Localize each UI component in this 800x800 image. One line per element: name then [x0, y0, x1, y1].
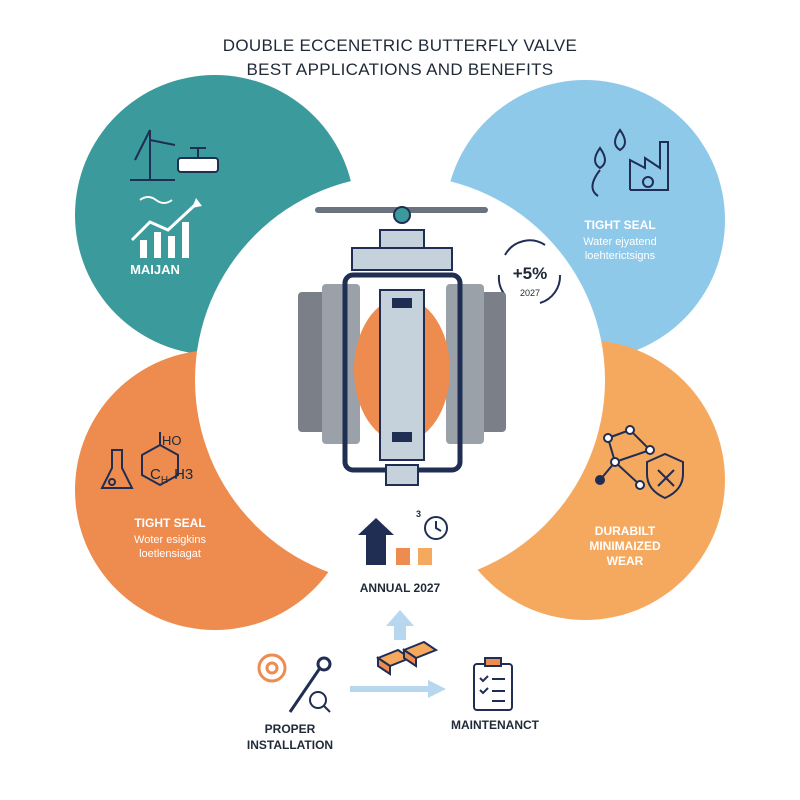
process-arrow — [350, 680, 446, 698]
blocks-icon — [375, 640, 439, 676]
title-line-2: BEST APPLICATIONS AND BENEFITS — [246, 60, 554, 79]
bottom-right-line-1: DURABILT — [594, 524, 656, 538]
formula-oh: HO — [162, 433, 182, 448]
maintenance-label: MAINTENANCT — [451, 718, 539, 732]
bottom-right-line-3: WEAR — [606, 554, 644, 568]
flask-icon — [100, 449, 134, 489]
top-right-line-1: Water ejyatend — [583, 236, 657, 248]
up-arrow — [386, 610, 414, 640]
growth-chart-icon — [130, 196, 202, 258]
title-line-1: DOUBLE ECCENETRIC BUTTERFLY VALVE — [222, 36, 578, 55]
water-drops-icon — [591, 128, 626, 197]
magnifier-icon — [309, 691, 331, 713]
gear-icon — [257, 653, 287, 683]
clipboard-checklist-icon — [473, 657, 513, 711]
butterfly-valve-illustration — [298, 206, 506, 486]
top-right-heading: TIGHT SEAL — [584, 218, 656, 232]
wrench-icon — [288, 656, 332, 713]
growth-badge-value: +5% — [512, 264, 548, 283]
molecule-network-icon — [595, 425, 655, 490]
installation-line-2: INSTALLATION — [246, 738, 334, 752]
formula-h-sub: H — [160, 475, 169, 486]
installation-line-1: PROPER — [264, 722, 316, 736]
formula-subscript: 3 — [184, 466, 194, 483]
factory-icon — [629, 141, 669, 191]
annual-superscript: 3 — [416, 509, 422, 519]
bottom-left-heading: TIGHT SEAL — [134, 516, 206, 530]
top-right-line-2: loehterictsigns — [584, 250, 656, 262]
shield-x-icon — [646, 452, 684, 500]
pipe-valve-icon — [177, 147, 219, 173]
oil-pump-icon — [130, 129, 176, 181]
growth-badge-year: 2027 — [519, 288, 541, 298]
bottom-right-line-2: MINIMAIZED — [589, 539, 661, 553]
bottom-left-line-1: Woter esigkins — [134, 534, 206, 546]
top-left-label: MAIJAN — [130, 262, 180, 277]
annual-bars-icon — [358, 518, 432, 565]
chemical-formula-icon — [141, 432, 179, 487]
annual-label: ANNUAL 2027 — [359, 581, 441, 595]
formula-c-text: C — [150, 466, 161, 483]
bottom-left-line-2: loetlensiagat — [139, 548, 201, 560]
clock-icon — [424, 516, 448, 540]
formula-h: H — [174, 466, 185, 483]
